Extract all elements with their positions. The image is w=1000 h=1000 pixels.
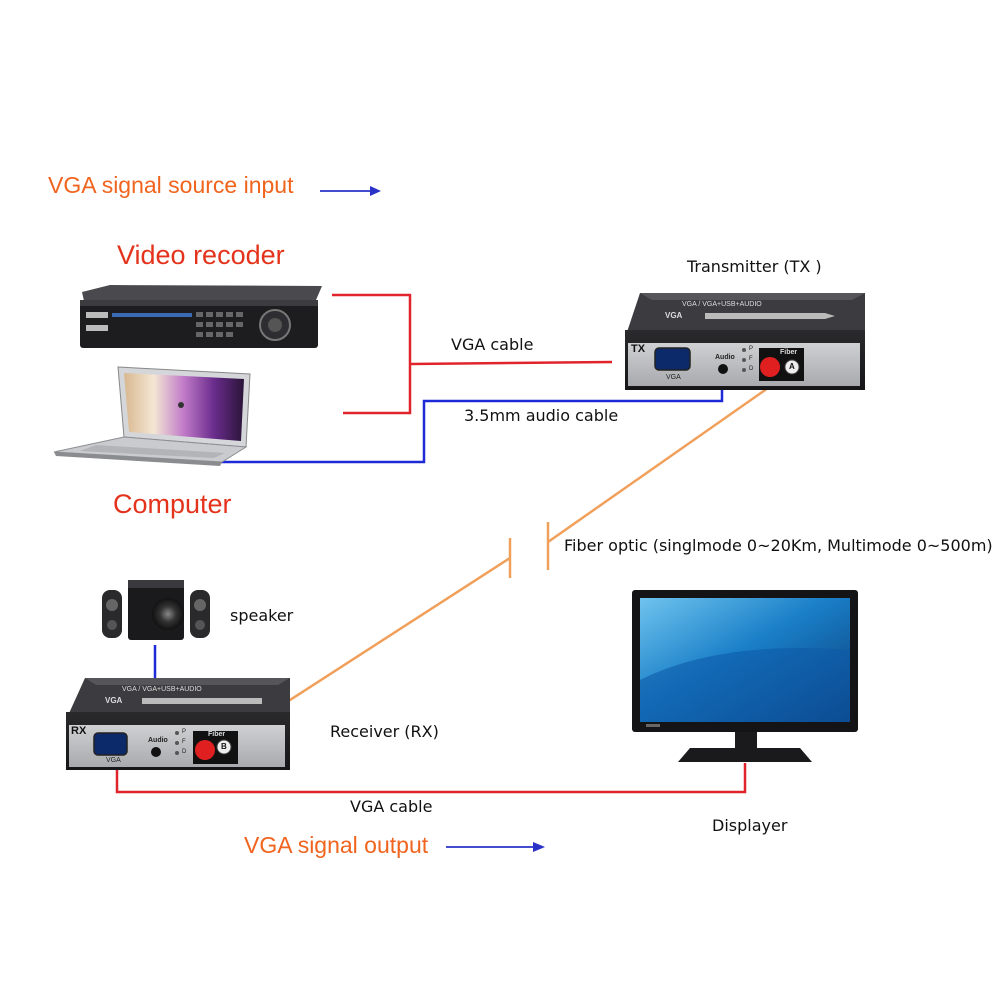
tx-fiber-letter: A: [789, 362, 795, 371]
speaker-label: speaker: [230, 606, 294, 625]
rx-audio-port-label: Audio: [148, 737, 168, 744]
fiber-optic-label: Fiber optic (singlmode 0~20Km, Multimode…: [564, 536, 993, 555]
rx-led-d: D: [182, 749, 187, 755]
tx-panel-top-text: VGA / VGA+USB+AUDIO: [682, 301, 762, 308]
speaker-image: [102, 580, 210, 640]
rx-led-p: P: [182, 729, 187, 735]
signal-output-heading: VGA signal output: [244, 832, 429, 858]
transmitter-device: [625, 293, 865, 390]
tx-vga-port-label: VGA: [666, 374, 681, 381]
vga-cable-bottom-label: VGA cable: [350, 797, 433, 816]
tx-led-d: D: [749, 366, 754, 372]
rx-vga-port-label: VGA: [106, 757, 121, 764]
displayer-label: Displayer: [712, 816, 788, 835]
audio-cable-label: 3.5mm audio cable: [464, 406, 619, 425]
transmitter-label: Transmitter (TX ): [687, 257, 822, 276]
receiver-label: Receiver (RX): [330, 722, 439, 741]
tx-brand-text: VGA: [665, 311, 683, 320]
source-input-heading: VGA signal source input: [48, 172, 294, 198]
tx-audio-port-label: Audio: [715, 354, 735, 361]
vga-cable-top: [332, 293, 613, 415]
tx-led-p: P: [749, 346, 754, 352]
rx-brand-text: VGA: [105, 696, 123, 705]
receiver-device: [66, 678, 290, 770]
display-monitor-image: [632, 590, 858, 762]
video-recorder-label: Video recoder: [117, 240, 285, 270]
tx-fiber-port-label: Fiber: [780, 349, 798, 356]
tx-led-f: F: [749, 356, 753, 362]
output-arrow: [446, 842, 545, 852]
vga-cable-bottom: [115, 758, 747, 794]
computer-label: Computer: [113, 489, 232, 519]
input-arrow: [320, 186, 381, 196]
computer-image: [53, 366, 251, 466]
tx-tag: TX: [631, 343, 646, 355]
rx-tag: RX: [71, 725, 87, 737]
rx-fiber-port-label: Fiber: [208, 731, 226, 738]
rx-fiber-letter: B: [221, 742, 227, 751]
rx-led-f: F: [182, 739, 186, 745]
vga-cable-top-label: VGA cable: [451, 335, 534, 354]
rx-panel-top-text: VGA / VGA+USB+AUDIO: [122, 686, 202, 693]
video-recorder-image: [80, 285, 322, 348]
audio-cable: [215, 376, 724, 464]
